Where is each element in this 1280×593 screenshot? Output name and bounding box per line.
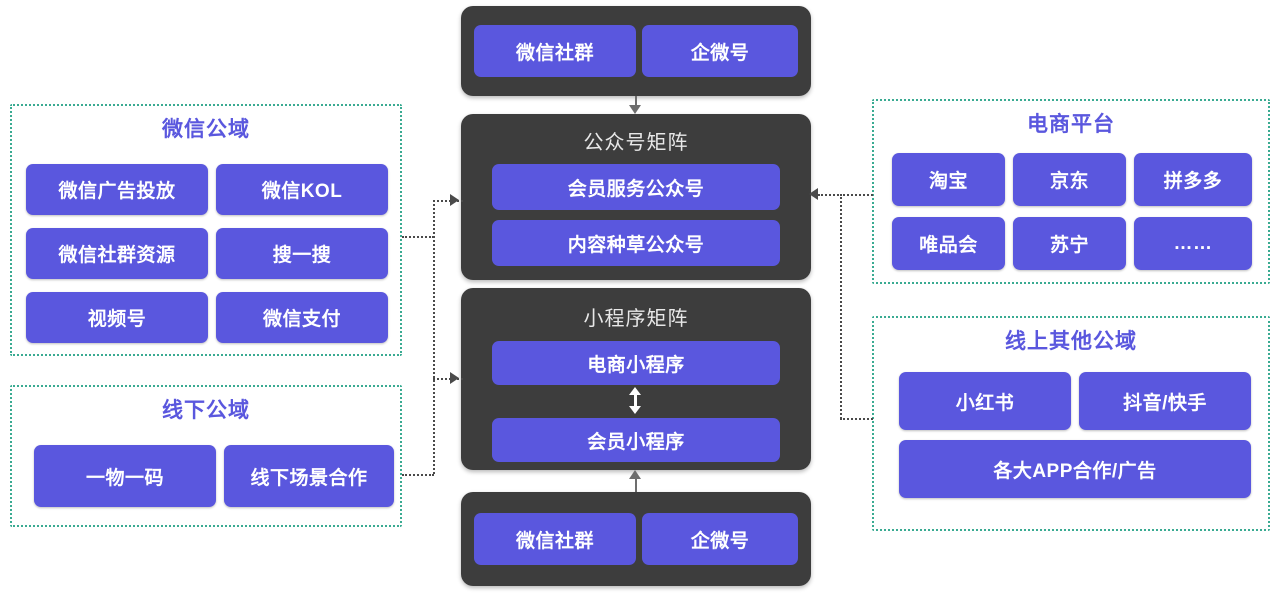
chip-ecommerce-miniprogram[interactable]: 电商小程序 bbox=[492, 341, 780, 385]
chip-wechat-pay[interactable]: 微信支付 bbox=[216, 292, 388, 343]
chip-wechat-ad[interactable]: 微信广告投放 bbox=[26, 164, 208, 215]
chip-member-miniprogram[interactable]: 会员小程序 bbox=[492, 418, 780, 462]
arrow-down-miniprogram-link bbox=[629, 406, 641, 414]
arrow-up-miniprogram-link bbox=[629, 387, 641, 395]
chip-bottom-enterprise-wechat[interactable]: 企微号 bbox=[642, 513, 798, 565]
title-miniprogram-matrix: 小程序矩阵 bbox=[583, 308, 689, 330]
center-bottom-group: 微信社群 企微号 bbox=[461, 492, 811, 586]
panel-online-other-public: 线上其他公域 小红书 抖音/快手 各大APP合作/广告 bbox=[872, 316, 1270, 531]
chip-xiaohongshu[interactable]: 小红书 bbox=[899, 372, 1071, 430]
chip-douyin-kuaishou[interactable]: 抖音/快手 bbox=[1079, 372, 1251, 430]
chip-jd[interactable]: 京东 bbox=[1013, 153, 1126, 206]
chip-search[interactable]: 搜一搜 bbox=[216, 228, 388, 279]
arrow-down-to-oa-matrix bbox=[629, 105, 641, 114]
chip-one-item-one-code[interactable]: 一物一码 bbox=[34, 445, 216, 507]
chip-wechat-kol[interactable]: 微信KOL bbox=[216, 164, 388, 215]
connector-right-to-oa-matrix bbox=[818, 194, 842, 196]
panel-wechat-public: 微信公域 微信广告投放 微信KOL 微信社群资源 搜一搜 视频号 微信支付 bbox=[10, 104, 402, 356]
panel-title-offline-public: 线下公域 bbox=[162, 399, 250, 422]
chip-major-app-cooperation-ads[interactable]: 各大APP合作/广告 bbox=[899, 440, 1251, 498]
connector-bottom-to-mp-matrix bbox=[635, 479, 637, 501]
center-official-account-matrix: 公众号矩阵 会员服务公众号 内容种草公众号 bbox=[461, 114, 811, 280]
chip-top-wechat-community[interactable]: 微信社群 bbox=[474, 25, 636, 77]
center-top-group: 微信社群 企微号 bbox=[461, 6, 811, 96]
chip-wechat-group-resource[interactable]: 微信社群资源 bbox=[26, 228, 208, 279]
panel-title-ecommerce-platform: 电商平台 bbox=[1027, 113, 1115, 136]
connector-offline-public-horizontal bbox=[402, 474, 434, 476]
arrow-right-to-mp-matrix bbox=[450, 372, 459, 384]
arrow-up-to-mp-matrix bbox=[629, 470, 641, 479]
arrow-right-to-oa-matrix bbox=[450, 194, 459, 206]
connector-wechat-public-horizontal bbox=[402, 236, 434, 238]
arrow-left-to-oa-matrix bbox=[809, 188, 818, 200]
panel-title-online-other-public: 线上其他公域 bbox=[1005, 330, 1137, 353]
chip-offline-scene-cooperation[interactable]: 线下场景合作 bbox=[224, 445, 394, 507]
center-miniprogram-matrix: 小程序矩阵 电商小程序 会员小程序 bbox=[461, 288, 811, 470]
panel-title-wechat-public: 微信公域 bbox=[162, 118, 250, 141]
panel-ecommerce-platform: 电商平台 淘宝 京东 拼多多 唯品会 苏宁 …… bbox=[872, 99, 1270, 284]
connector-right-vertical-trunk bbox=[840, 194, 842, 419]
connector-miniprogram-link bbox=[634, 392, 637, 409]
chip-content-seeding-official-account[interactable]: 内容种草公众号 bbox=[492, 220, 780, 266]
chip-channels[interactable]: 视频号 bbox=[26, 292, 208, 343]
chip-pinduoduo[interactable]: 拼多多 bbox=[1134, 153, 1252, 206]
connector-ecommerce-horizontal bbox=[840, 194, 873, 196]
panel-offline-public: 线下公域 一物一码 线下场景合作 bbox=[10, 385, 402, 527]
chip-vipshop[interactable]: 唯品会 bbox=[892, 217, 1005, 270]
chip-suning[interactable]: 苏宁 bbox=[1013, 217, 1126, 270]
connector-left-vertical-trunk bbox=[433, 200, 435, 474]
connector-online-other-horizontal bbox=[840, 418, 873, 420]
connector-left-to-oa-matrix bbox=[433, 200, 463, 202]
connector-top-to-oa-matrix bbox=[635, 96, 637, 108]
chip-top-enterprise-wechat[interactable]: 企微号 bbox=[642, 25, 798, 77]
chip-member-service-official-account[interactable]: 会员服务公众号 bbox=[492, 164, 780, 210]
title-official-account-matrix: 公众号矩阵 bbox=[583, 132, 689, 154]
chip-bottom-wechat-community[interactable]: 微信社群 bbox=[474, 513, 636, 565]
chip-ecommerce-more[interactable]: …… bbox=[1134, 217, 1252, 270]
chip-taobao[interactable]: 淘宝 bbox=[892, 153, 1005, 206]
connector-left-to-mp-matrix bbox=[433, 378, 463, 380]
